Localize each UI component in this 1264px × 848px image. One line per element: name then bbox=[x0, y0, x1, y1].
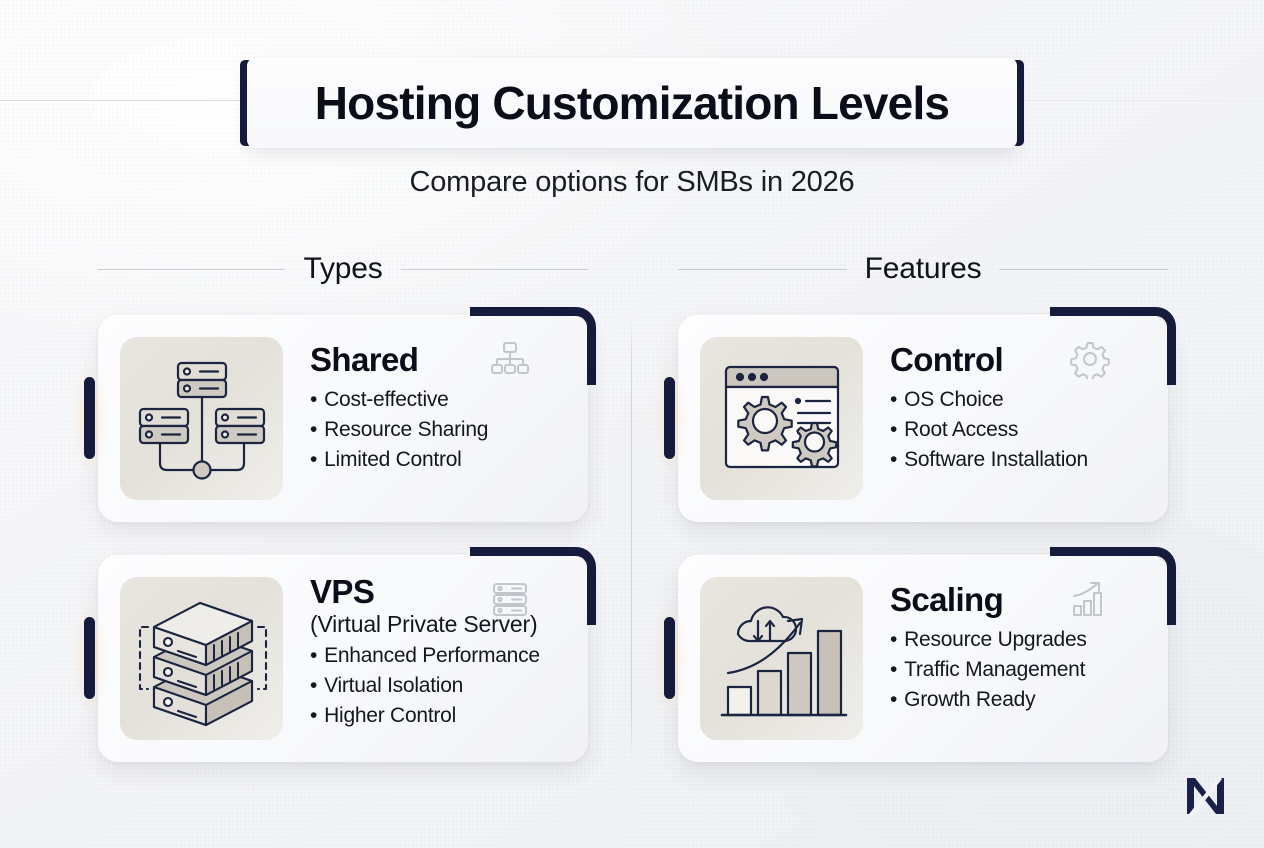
section-rule-left bbox=[98, 268, 286, 270]
bullet-glyph: • bbox=[890, 417, 898, 441]
card-body: VPS (Virtual Private Server) •Enhanced P… bbox=[310, 573, 572, 731]
page-title-container: Hosting Customization Levels bbox=[240, 58, 1024, 148]
list-item: •Virtual Isolation bbox=[310, 671, 572, 701]
list-item-label: Virtual Isolation bbox=[324, 674, 464, 698]
card-bullet-list: •Enhanced Performance •Virtual Isolation… bbox=[310, 641, 572, 731]
card-body: Shared •Cost-effective •Resource Sharing… bbox=[310, 341, 572, 475]
bullet-glyph: • bbox=[310, 387, 318, 411]
card-title: Shared bbox=[310, 341, 419, 378]
list-item: •Traffic Management bbox=[890, 655, 1152, 685]
section-rule-right bbox=[400, 268, 589, 270]
bullet-glyph: • bbox=[310, 644, 318, 668]
bullet-glyph: • bbox=[890, 657, 898, 681]
title-box: Hosting Customization Levels bbox=[247, 58, 1017, 148]
bullet-glyph: • bbox=[310, 417, 318, 441]
gear-icon bbox=[1070, 339, 1110, 379]
bullet-glyph: • bbox=[890, 387, 898, 411]
edge-accent-pill bbox=[84, 617, 95, 699]
browser-gears-icon bbox=[700, 337, 863, 500]
edge-accent-pill bbox=[664, 377, 675, 459]
card-control[interactable]: Control •OS Choice •Root Access •Softwar… bbox=[652, 307, 1176, 522]
card-shared[interactable]: Shared •Cost-effective •Resource Sharing… bbox=[72, 307, 596, 522]
list-item-label: Limited Control bbox=[324, 447, 462, 471]
card-body: Control •OS Choice •Root Access •Softwar… bbox=[890, 341, 1152, 475]
list-item: •Resource Sharing bbox=[310, 415, 572, 445]
bullet-glyph: • bbox=[310, 674, 318, 698]
list-item: •Higher Control bbox=[310, 701, 572, 731]
page-subtitle: Compare options for SMBs in 2026 bbox=[409, 166, 855, 198]
list-item-label: Resource Sharing bbox=[324, 417, 489, 441]
card-bullet-list: •Cost-effective •Resource Sharing •Limit… bbox=[310, 385, 572, 475]
bullet-glyph: • bbox=[310, 447, 318, 471]
edge-accent-pill bbox=[84, 377, 95, 459]
card-bullet-list: •Resource Upgrades •Traffic Management •… bbox=[890, 625, 1152, 715]
card-title: VPS bbox=[310, 573, 375, 610]
list-item-label: Enhanced Performance bbox=[324, 644, 540, 668]
list-item-label: OS Choice bbox=[904, 387, 1004, 411]
card-title: Scaling bbox=[890, 581, 1004, 618]
section-rule-left bbox=[678, 268, 847, 270]
list-item: •Growth Ready bbox=[890, 685, 1152, 715]
server-network-icon bbox=[120, 337, 283, 500]
list-item: •Root Access bbox=[890, 415, 1152, 445]
list-item-label: Growth Ready bbox=[904, 687, 1036, 711]
card-bullet-list: •OS Choice •Root Access •Software Instal… bbox=[890, 385, 1152, 475]
section-rule-right bbox=[999, 268, 1169, 270]
bullet-glyph: • bbox=[890, 447, 898, 471]
section-header-features: Features bbox=[678, 252, 1169, 286]
bullet-glyph: • bbox=[890, 627, 898, 651]
bar-chart-trend-icon bbox=[1070, 579, 1110, 619]
page-title: Hosting Customization Levels bbox=[314, 77, 950, 129]
list-item-label: Traffic Management bbox=[904, 657, 1086, 681]
list-item-label: Resource Upgrades bbox=[904, 627, 1087, 651]
bullet-glyph: • bbox=[890, 687, 898, 711]
list-item-label: Software Installation bbox=[904, 447, 1088, 471]
card-title: Control bbox=[890, 341, 1004, 378]
list-item: •Cost-effective bbox=[310, 385, 572, 415]
column-divider bbox=[631, 318, 632, 758]
sitemap-icon bbox=[490, 339, 530, 379]
list-item: •Software Installation bbox=[890, 445, 1152, 475]
card-body: Scaling •Resource Upgrades •Traffic Mana… bbox=[890, 581, 1152, 715]
stacked-servers-icon bbox=[120, 577, 283, 740]
bullet-glyph: • bbox=[310, 704, 318, 728]
server-rack-icon bbox=[490, 579, 530, 619]
edge-accent-pill bbox=[664, 617, 675, 699]
list-item: •Limited Control bbox=[310, 445, 572, 475]
section-label-features: Features bbox=[864, 252, 982, 285]
n-monogram-logo bbox=[1180, 774, 1224, 818]
card-subtitle: (Virtual Private Server) bbox=[310, 610, 538, 637]
list-item-label: Cost-effective bbox=[324, 387, 449, 411]
section-header-types: Types bbox=[98, 252, 589, 286]
list-item: •Resource Upgrades bbox=[890, 625, 1152, 655]
card-vps[interactable]: VPS (Virtual Private Server) •Enhanced P… bbox=[72, 547, 596, 762]
list-item: •Enhanced Performance bbox=[310, 641, 572, 671]
section-label-types: Types bbox=[303, 252, 383, 285]
list-item-label: Higher Control bbox=[324, 704, 457, 728]
cloud-growth-chart-icon bbox=[700, 577, 863, 740]
card-scaling[interactable]: Scaling •Resource Upgrades •Traffic Mana… bbox=[652, 547, 1176, 762]
list-item-label: Root Access bbox=[904, 417, 1019, 441]
list-item: •OS Choice bbox=[890, 385, 1152, 415]
